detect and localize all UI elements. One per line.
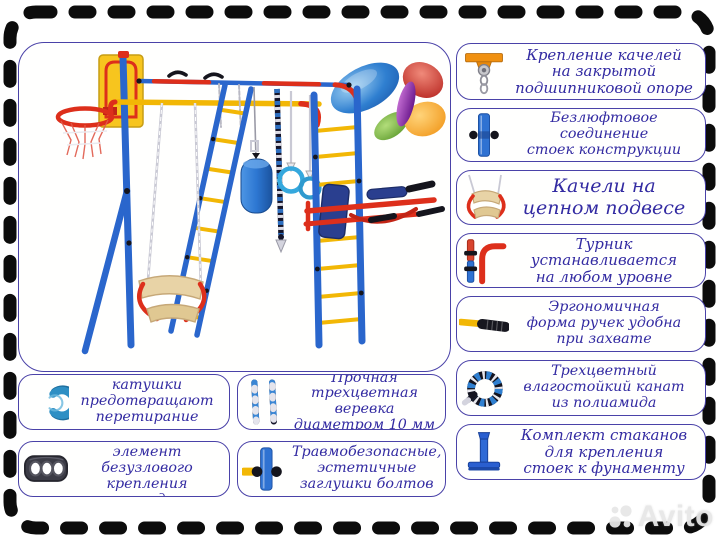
feature-label: Крепление качелей на закрытой подшипнико… <box>515 45 693 97</box>
butterfly-logo <box>330 62 446 141</box>
swing-bearing-mount-icon <box>457 48 511 96</box>
foundation-cup-icon <box>457 428 511 476</box>
basketball-hoop <box>55 54 144 160</box>
feature-label: Эргономичная форма ручек удобна при захв… <box>526 299 682 347</box>
feature-box-rope: Трехцветный влагостойкий канат из полиам… <box>456 360 706 416</box>
feature-label: Качели на цепном подвесе <box>522 174 686 219</box>
slanted-ladder <box>168 82 254 338</box>
feature-box-spools: Пластмассовые катушки предотвращают пере… <box>18 374 230 430</box>
knotless-mount-icon <box>19 447 73 491</box>
wall-bars <box>310 85 366 349</box>
feature-box-swing-mount: Крепление качелей на закрытой подшипнико… <box>456 43 706 100</box>
swing-seat-icon <box>457 172 511 224</box>
avito-watermark-text: Avito <box>637 500 714 533</box>
playground-illustration <box>55 51 446 355</box>
left-frame <box>81 51 135 355</box>
three-color-rope-icon <box>238 377 292 427</box>
feature-box-three-color-rope: Прочная трехцветная веревка диаметром 10… <box>237 374 446 430</box>
feature-box-bolt-caps: Травмобезопасные, эстетичные заглушки бо… <box>237 441 446 497</box>
feature-box-grip: Эргономичная форма ручек удобна при захв… <box>456 296 706 352</box>
bolt-caps-icon <box>238 444 292 494</box>
feature-box-chain-swing: Качели на цепном подвесе <box>456 170 706 225</box>
plastic-spool-icon <box>19 379 73 425</box>
feature-label: Комплект стаканов для крепления стоек к … <box>520 426 688 478</box>
main-illustration-panel <box>18 42 451 372</box>
rope-coil-icon <box>457 364 511 412</box>
feature-label: Пластмассовые катушки предотвращают пере… <box>80 375 214 429</box>
feature-box-post-joint: Безлюфтовое соединение стоек конструкции <box>456 108 706 162</box>
feature-box-turnik: Турник устанавливается на любом уровне <box>456 233 706 288</box>
feature-label: Травмобезопасные, эстетичные заглушки бо… <box>292 444 442 492</box>
gymnastic-rings <box>277 91 322 200</box>
feature-box-foundation-cup: Комплект стаканов для крепления стоек к … <box>456 424 706 480</box>
swing <box>137 102 207 323</box>
feature-label: Турник устанавливается на любом уровне <box>530 234 678 286</box>
top-beams <box>108 70 361 134</box>
avito-dots-icon <box>609 505 632 528</box>
feature-label: Трехцветный влагостойкий канат из полиам… <box>523 363 685 411</box>
avito-watermark: Avito <box>608 500 714 534</box>
feature-label: Безлюфтовое соединение стоек конструкции <box>526 110 682 158</box>
feature-box-knotless-mount: Пластиковый элемент безузлового креплени… <box>18 441 230 497</box>
dip-station <box>303 180 445 240</box>
post-joint-icon <box>457 111 511 159</box>
horizontal-bar-icon <box>457 236 511 286</box>
handle-grip-icon <box>457 300 511 348</box>
climbing-rope <box>274 88 287 254</box>
punching-bag <box>240 86 273 214</box>
feature-label: Пластиковый элемент безузлового креплени… <box>93 442 200 496</box>
feature-label: Прочная трехцветная веревка диаметром 10… <box>293 374 436 430</box>
